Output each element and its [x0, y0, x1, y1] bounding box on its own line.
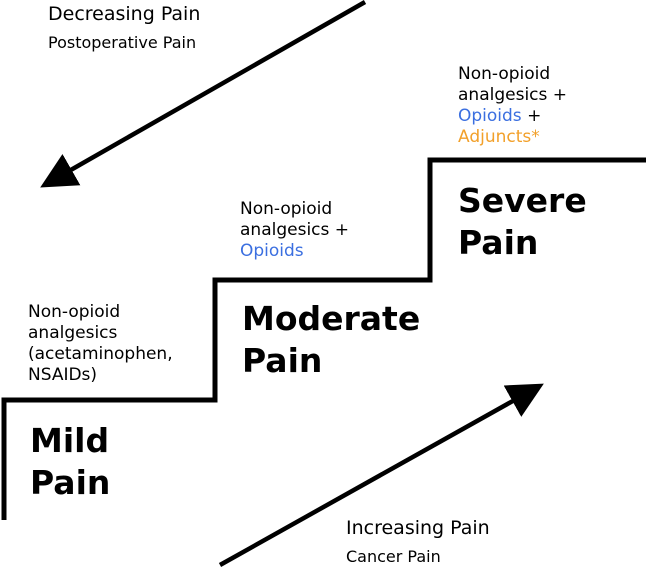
severe-opioids-label: Opioids — [458, 106, 522, 126]
severe-level-line-2: Pain — [458, 223, 539, 262]
severe-pain-drugs: Non-opioid analgesics + Opioids + Adjunc… — [458, 64, 567, 148]
decreasing-pain-subtitle: Postoperative Pain — [48, 33, 197, 52]
mild-pain-drugs: Non-opioid analgesics (acetaminophen, NS… — [28, 302, 173, 386]
mild-level-line-2: Pain — [30, 463, 111, 502]
mild-drug-line-4: NSAIDs) — [28, 365, 98, 385]
mild-pain-level: Mild Pain — [30, 420, 110, 504]
severe-drug-line-2: analgesics + — [458, 85, 568, 105]
mild-drug-line-2: analgesics — [28, 323, 118, 343]
mild-drug-line-3: (acetaminophen, — [28, 344, 173, 364]
moderate-pain-level: Moderate Pain — [242, 298, 420, 382]
staircase-line — [1, 157, 646, 520]
increasing-pain-arrow — [218, 383, 544, 567]
moderate-pain-drugs: Non-opioid analgesics + Opioids — [240, 199, 349, 262]
moderate-drug-line-2: analgesics + — [240, 220, 350, 240]
increasing-pain-subtitle: Cancer Pain — [346, 547, 441, 566]
severe-adjuncts-label: Adjuncts* — [458, 127, 540, 147]
moderate-drug-line-1: Non-opioid — [240, 199, 333, 219]
severe-opioids-line: Opioids + — [458, 106, 567, 127]
moderate-level-line-1: Moderate — [242, 299, 421, 338]
moderate-opioids-label: Opioids — [240, 241, 304, 261]
decreasing-pain-title: Decreasing Pain — [48, 3, 201, 25]
severe-opioids-suffix: + — [521, 106, 542, 126]
severe-level-line-1: Severe — [458, 181, 587, 220]
severe-drug-line-1: Non-opioid — [458, 64, 551, 84]
severe-pain-level: Severe Pain — [458, 180, 587, 264]
increasing-pain-title: Increasing Pain — [346, 517, 490, 539]
mild-level-line-1: Mild — [30, 421, 110, 460]
mild-drug-line-1: Non-opioid — [28, 302, 121, 322]
moderate-level-line-2: Pain — [242, 341, 323, 380]
decreasing-pain-arrow — [40, 0, 367, 188]
